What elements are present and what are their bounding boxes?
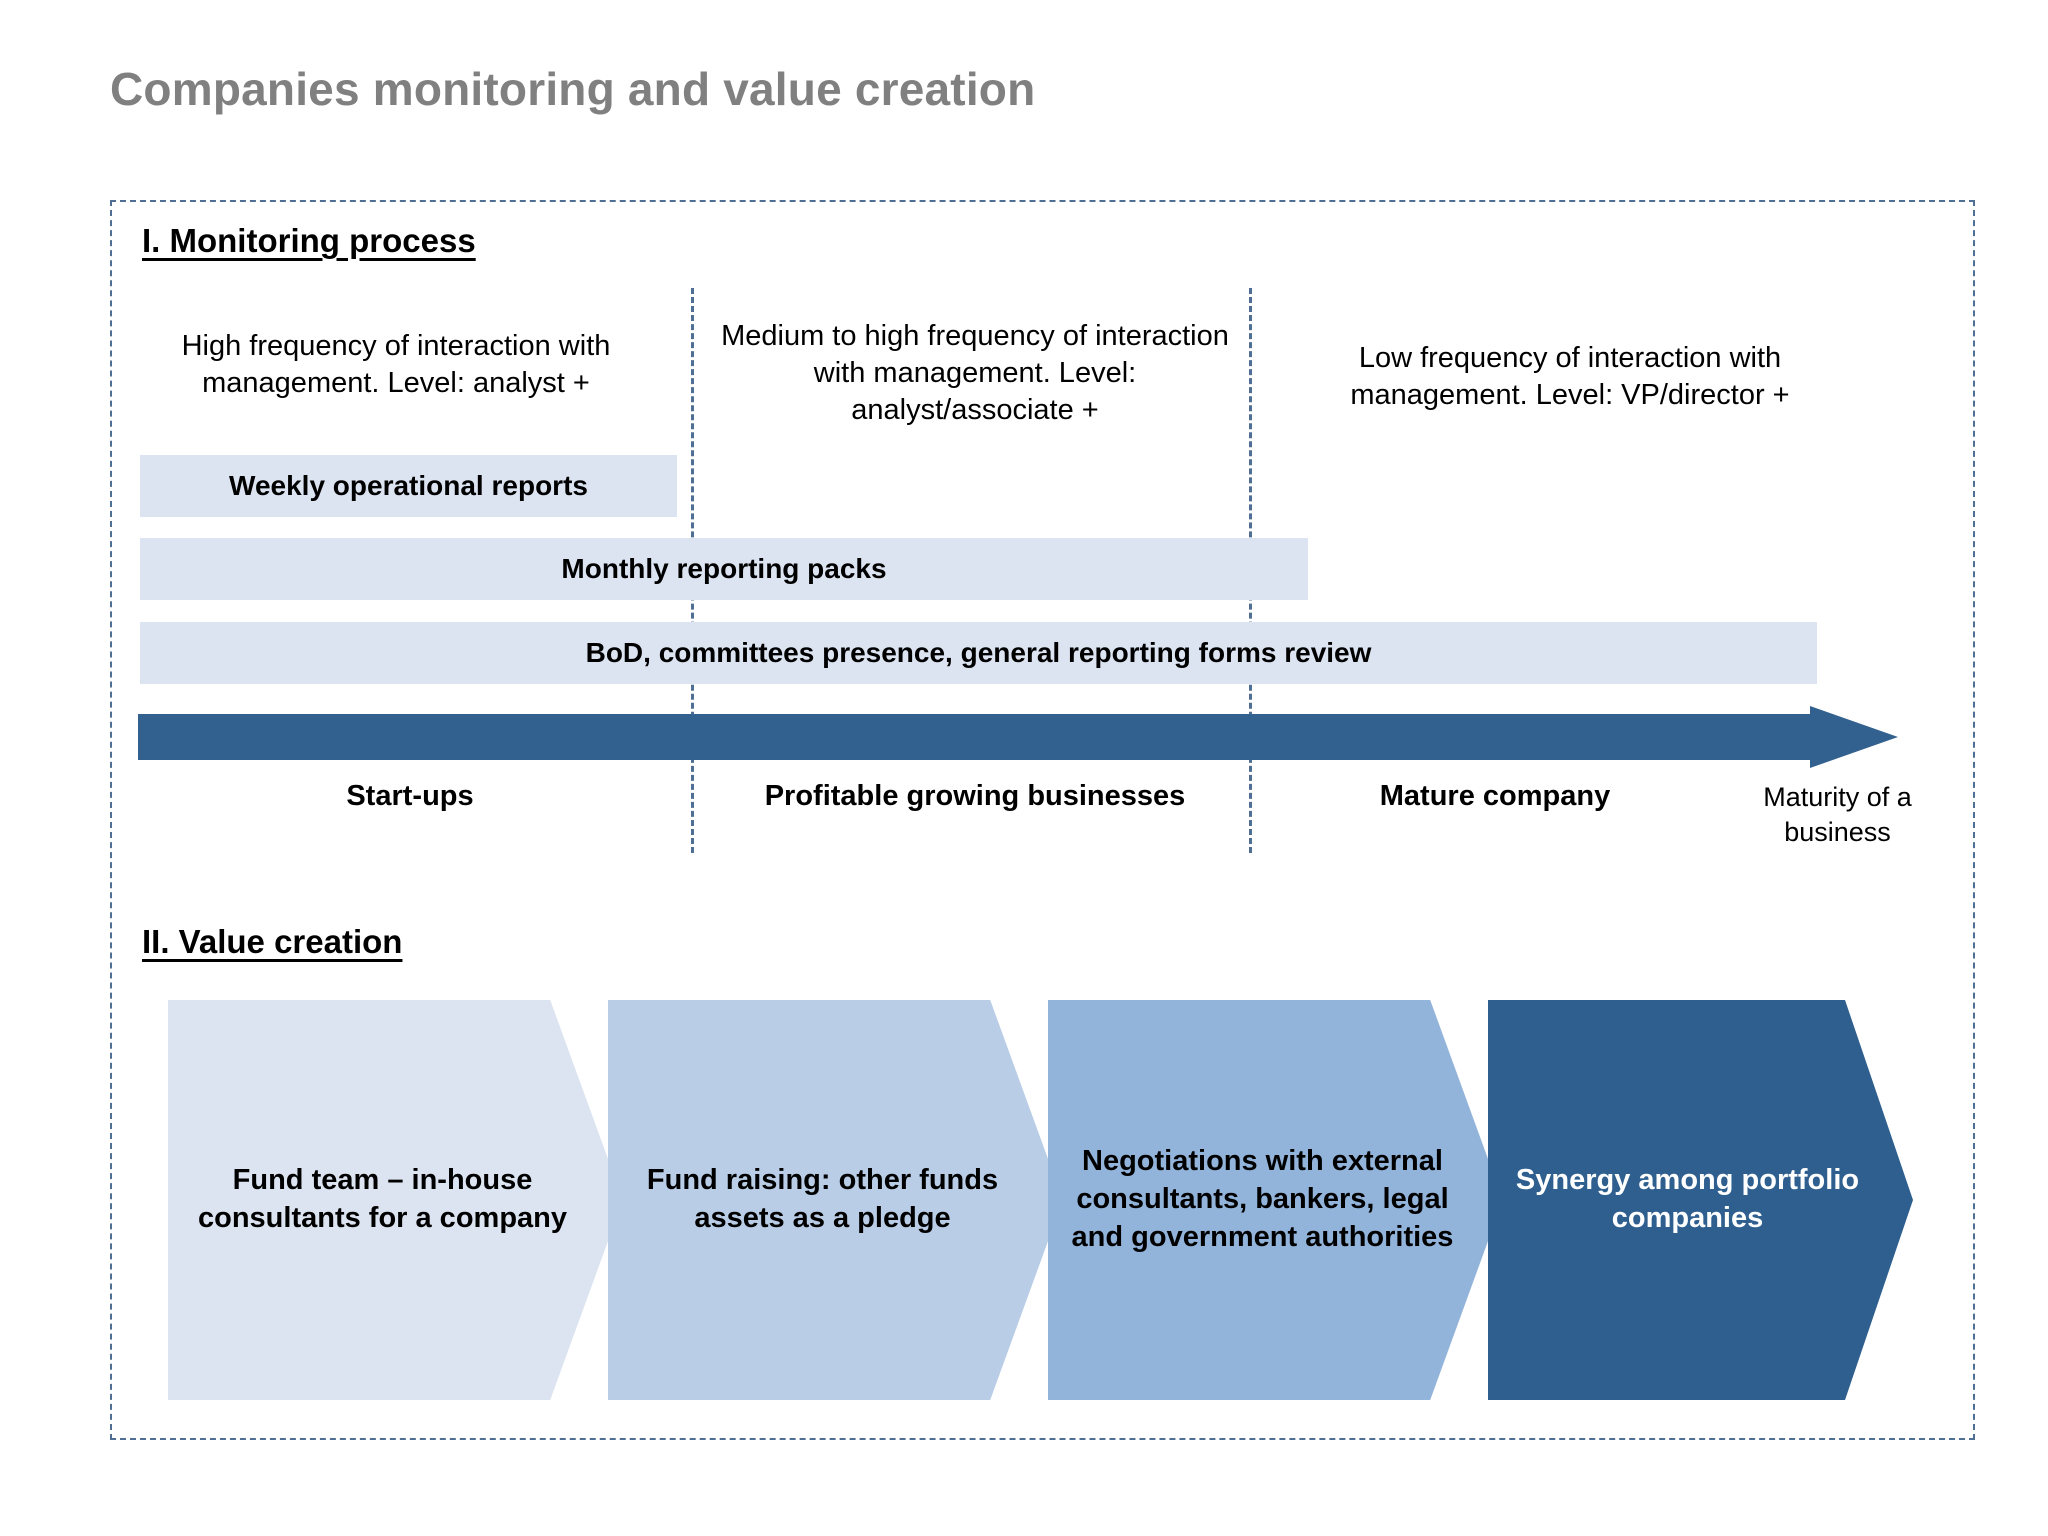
report-bar-bod-label: BoD, committees presence, general report…: [585, 637, 1372, 668]
chevron-synergy-label: Synergy among portfolio companies: [1515, 1164, 1860, 1234]
axis-caption-maturity: Maturity of a business: [1763, 782, 1912, 848]
stage-label-mature: Mature company: [1379, 780, 1611, 812]
report-bar-weekly-label: Weekly operational reports: [229, 470, 588, 501]
chevron-negotiations-label: Negotiations with external consultants, …: [1071, 1145, 1454, 1253]
chevron-fund-team: Fund team – in-house consultants for a c…: [168, 1000, 623, 1400]
section-heading-value-creation: II. Value creation: [142, 923, 403, 960]
report-bar-bod: BoD, committees presence, general report…: [140, 622, 1817, 684]
value-creation-chevron-row: Fund team – in-house consultants for a c…: [168, 1000, 1928, 1400]
report-bar-weekly: Weekly operational reports: [140, 455, 677, 517]
report-bar-monthly: Monthly reporting packs: [140, 538, 1308, 600]
page-title: Companies monitoring and value creation: [110, 63, 1036, 115]
frequency-text-startups: High frequency of interaction with manag…: [181, 330, 611, 400]
stage-label-profitable: Profitable growing businesses: [764, 780, 1186, 812]
chevron-negotiations: Negotiations with external consultants, …: [1048, 1000, 1503, 1400]
chevron-fund-raising: Fund raising: other funds assets as a pl…: [608, 1000, 1063, 1400]
diagram-frame: [110, 200, 1975, 1440]
maturity-arrow-icon: [138, 706, 1898, 768]
report-bar-monthly-label: Monthly reporting packs: [561, 553, 887, 584]
section-heading-monitoring: I. Monitoring process: [142, 222, 476, 259]
chevron-fund-team-label: Fund team – in-house consultants for a c…: [197, 1164, 567, 1234]
frequency-text-profitable: Medium to high frequency of interaction …: [721, 320, 1229, 427]
frequency-text-mature: Low frequency of interaction with manage…: [1350, 342, 1790, 412]
chevron-fund-raising-label: Fund raising: other funds assets as a pl…: [646, 1164, 999, 1234]
stage-label-startups: Start-ups: [346, 780, 474, 812]
chevron-synergy: Synergy among portfolio companies: [1488, 1000, 1913, 1400]
